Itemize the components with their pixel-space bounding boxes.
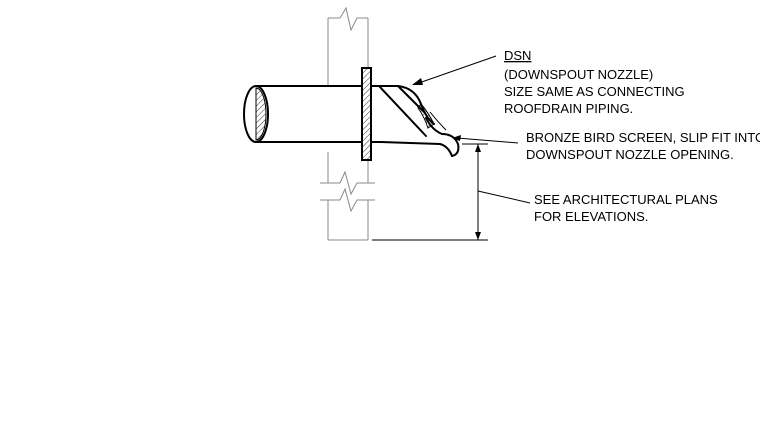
downspout-nozzle bbox=[370, 85, 460, 157]
dsn-line-2: SIZE SAME AS CONNECTING bbox=[504, 84, 685, 99]
elevation-dimension bbox=[372, 143, 488, 241]
elevation-line-2: FOR ELEVATIONS. bbox=[534, 209, 648, 224]
screen-line-1: BRONZE BIRD SCREEN, SLIP FIT INTO bbox=[526, 130, 760, 145]
bird-screen bbox=[417, 103, 435, 129]
wall-flange bbox=[361, 67, 372, 161]
roofdrain-pipe bbox=[243, 85, 363, 143]
wall-upper bbox=[327, 6, 369, 85]
elevation-line-1: SEE ARCHITECTURAL PLANS bbox=[534, 192, 718, 207]
dsn-title: DSN bbox=[504, 48, 531, 63]
note-elevation: SEE ARCHITECTURAL PLANS FOR ELEVATIONS. bbox=[534, 192, 718, 224]
dsn-line-1: (DOWNSPOUT NOZZLE) bbox=[504, 67, 653, 82]
note-dsn: DSN (DOWNSPOUT NOZZLE) SIZE SAME AS CONN… bbox=[504, 48, 685, 116]
leader-lines bbox=[412, 55, 531, 204]
screen-line-2: DOWNSPOUT NOZZLE OPENING. bbox=[526, 147, 734, 162]
wall-lower bbox=[320, 152, 375, 241]
dsn-line-3: ROOFDRAIN PIPING. bbox=[504, 101, 633, 116]
note-bird-screen: BRONZE BIRD SCREEN, SLIP FIT INTO DOWNSP… bbox=[526, 130, 760, 162]
